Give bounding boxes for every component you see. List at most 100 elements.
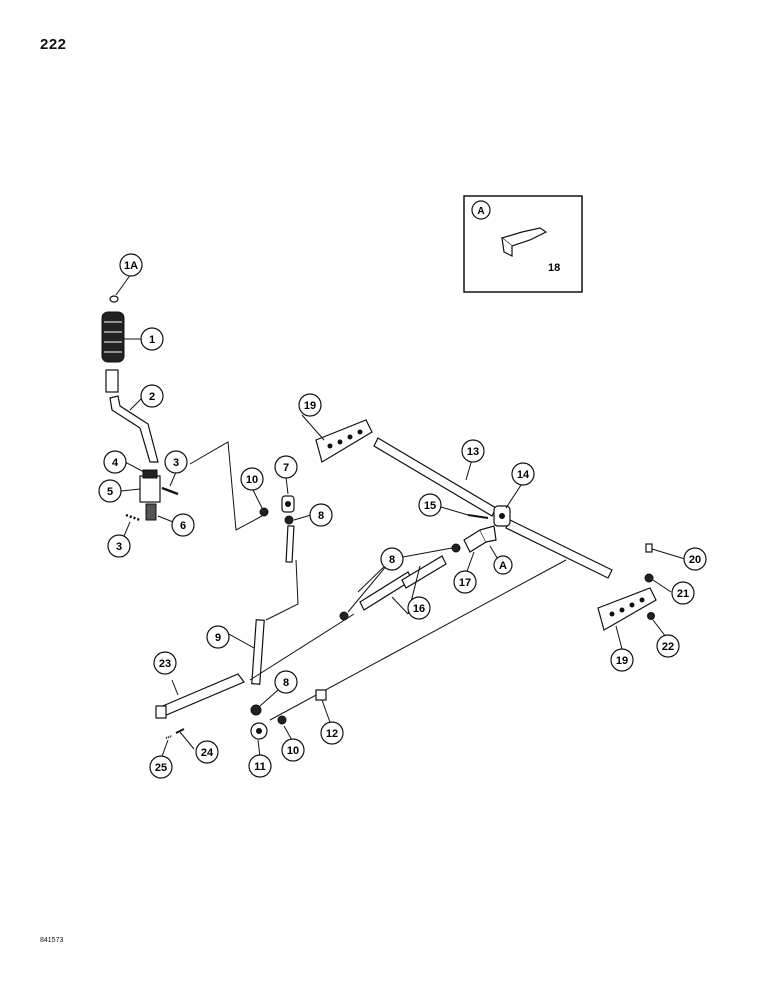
lever-block	[139, 469, 161, 521]
detail-badge-label: A	[477, 206, 484, 217]
svg-text:19: 19	[616, 655, 628, 667]
svg-text:23: 23	[159, 658, 171, 670]
svg-text:12: 12	[326, 728, 338, 740]
bracket-19-upper	[315, 419, 373, 463]
callout-13: 13	[461, 439, 485, 463]
svg-text:11: 11	[254, 761, 266, 773]
rod-end-7	[281, 495, 295, 513]
svg-text:16: 16	[413, 603, 425, 615]
callout-8c: 8	[274, 670, 298, 694]
callout-20: 20	[683, 547, 707, 571]
bracket-19-lower	[597, 587, 657, 631]
callout-1: 1	[140, 327, 164, 351]
svg-text:3: 3	[116, 541, 122, 553]
callout-24: 24	[195, 740, 219, 764]
svg-text:10: 10	[287, 745, 299, 757]
turnbuckle-16-b	[401, 555, 447, 589]
callout-8b: 8	[380, 547, 404, 571]
pin-24	[175, 728, 185, 734]
arm-14	[493, 505, 511, 527]
callout-7: 7	[274, 455, 298, 479]
page-number: 222	[40, 36, 67, 53]
callout-10b: 10	[281, 738, 305, 762]
callout-5: 5	[98, 479, 122, 503]
svg-text:7: 7	[283, 462, 289, 474]
callout-23: 23	[153, 651, 177, 675]
retaining-clip-part	[500, 227, 548, 257]
svg-text:19: 19	[304, 400, 316, 412]
svg-text:3: 3	[173, 457, 179, 469]
svg-text:14: 14	[517, 469, 530, 481]
pin-upper	[161, 486, 179, 496]
link-line-1	[249, 613, 355, 681]
svg-text:6: 6	[180, 520, 186, 532]
callout-9: 9	[206, 625, 230, 649]
nut-8-right	[451, 543, 461, 553]
svg-text:24: 24	[201, 747, 214, 759]
routing-line-2	[265, 559, 299, 621]
callout-1A: 1A	[119, 253, 143, 277]
svg-text:20: 20	[689, 554, 701, 566]
callout-12: 12	[320, 721, 344, 745]
nut-8-lower	[250, 704, 262, 716]
washer-10-lower	[277, 715, 287, 725]
svg-text:5: 5	[107, 486, 113, 498]
pin-25	[165, 735, 173, 739]
callout-14: 14	[511, 462, 535, 486]
callout-3b: 3	[107, 534, 131, 558]
callout-17: 17	[453, 570, 477, 594]
callout-25: 25	[149, 755, 173, 779]
svg-text:8: 8	[318, 510, 324, 522]
svg-text:9: 9	[215, 632, 221, 644]
svg-text:1A: 1A	[124, 260, 138, 272]
shaft-23	[155, 673, 245, 719]
clevis-17	[463, 525, 497, 553]
callout-4: 4	[103, 450, 127, 474]
collar-12	[315, 689, 327, 701]
handle-grip	[101, 295, 125, 363]
svg-text:4: 4	[112, 457, 119, 469]
svg-text:1: 1	[149, 334, 155, 346]
svg-text:21: 21	[677, 588, 689, 600]
washer-10-upper	[259, 507, 269, 517]
callout-16: 16	[407, 596, 431, 620]
rod-end-11	[250, 722, 268, 740]
svg-text:22: 22	[662, 641, 674, 653]
svg-text:A: A	[499, 560, 507, 572]
callout-3a: 3	[164, 450, 188, 474]
svg-text:13: 13	[467, 446, 479, 458]
rod-upper	[285, 525, 295, 563]
callout-2: 2	[140, 384, 164, 408]
nut-22	[647, 612, 655, 620]
callout-22: 22	[656, 634, 680, 658]
callout-19a: 19	[298, 393, 322, 417]
rod-9	[251, 619, 265, 685]
svg-text:10: 10	[246, 474, 258, 486]
svg-text:8: 8	[389, 554, 395, 566]
callout-8a: 8	[309, 503, 333, 527]
callout-6: 6	[171, 513, 195, 537]
callout-A: A	[493, 555, 513, 575]
routing-line-1	[189, 441, 263, 531]
pin-15	[467, 514, 489, 519]
callout-10a: 10	[240, 467, 264, 491]
nut-8-upper	[284, 515, 294, 525]
washer-21	[644, 573, 654, 583]
svg-text:17: 17	[459, 577, 471, 589]
shaft-13	[373, 437, 613, 579]
nut-8-mid	[339, 611, 349, 621]
callout-21: 21	[671, 581, 695, 605]
svg-text:15: 15	[424, 500, 436, 512]
callout-15: 15	[418, 493, 442, 517]
bolt-20	[645, 543, 653, 553]
svg-text:8: 8	[283, 677, 289, 689]
pin-lower	[125, 513, 141, 522]
detail-badge: A	[471, 200, 491, 220]
detail-part-label: 18	[548, 262, 560, 274]
leader-lines	[115, 273, 686, 760]
shift-lever	[105, 369, 159, 463]
detail-box-a: A 18	[463, 195, 583, 293]
callout-19b: 19	[610, 648, 634, 672]
link-line-2	[269, 559, 567, 721]
